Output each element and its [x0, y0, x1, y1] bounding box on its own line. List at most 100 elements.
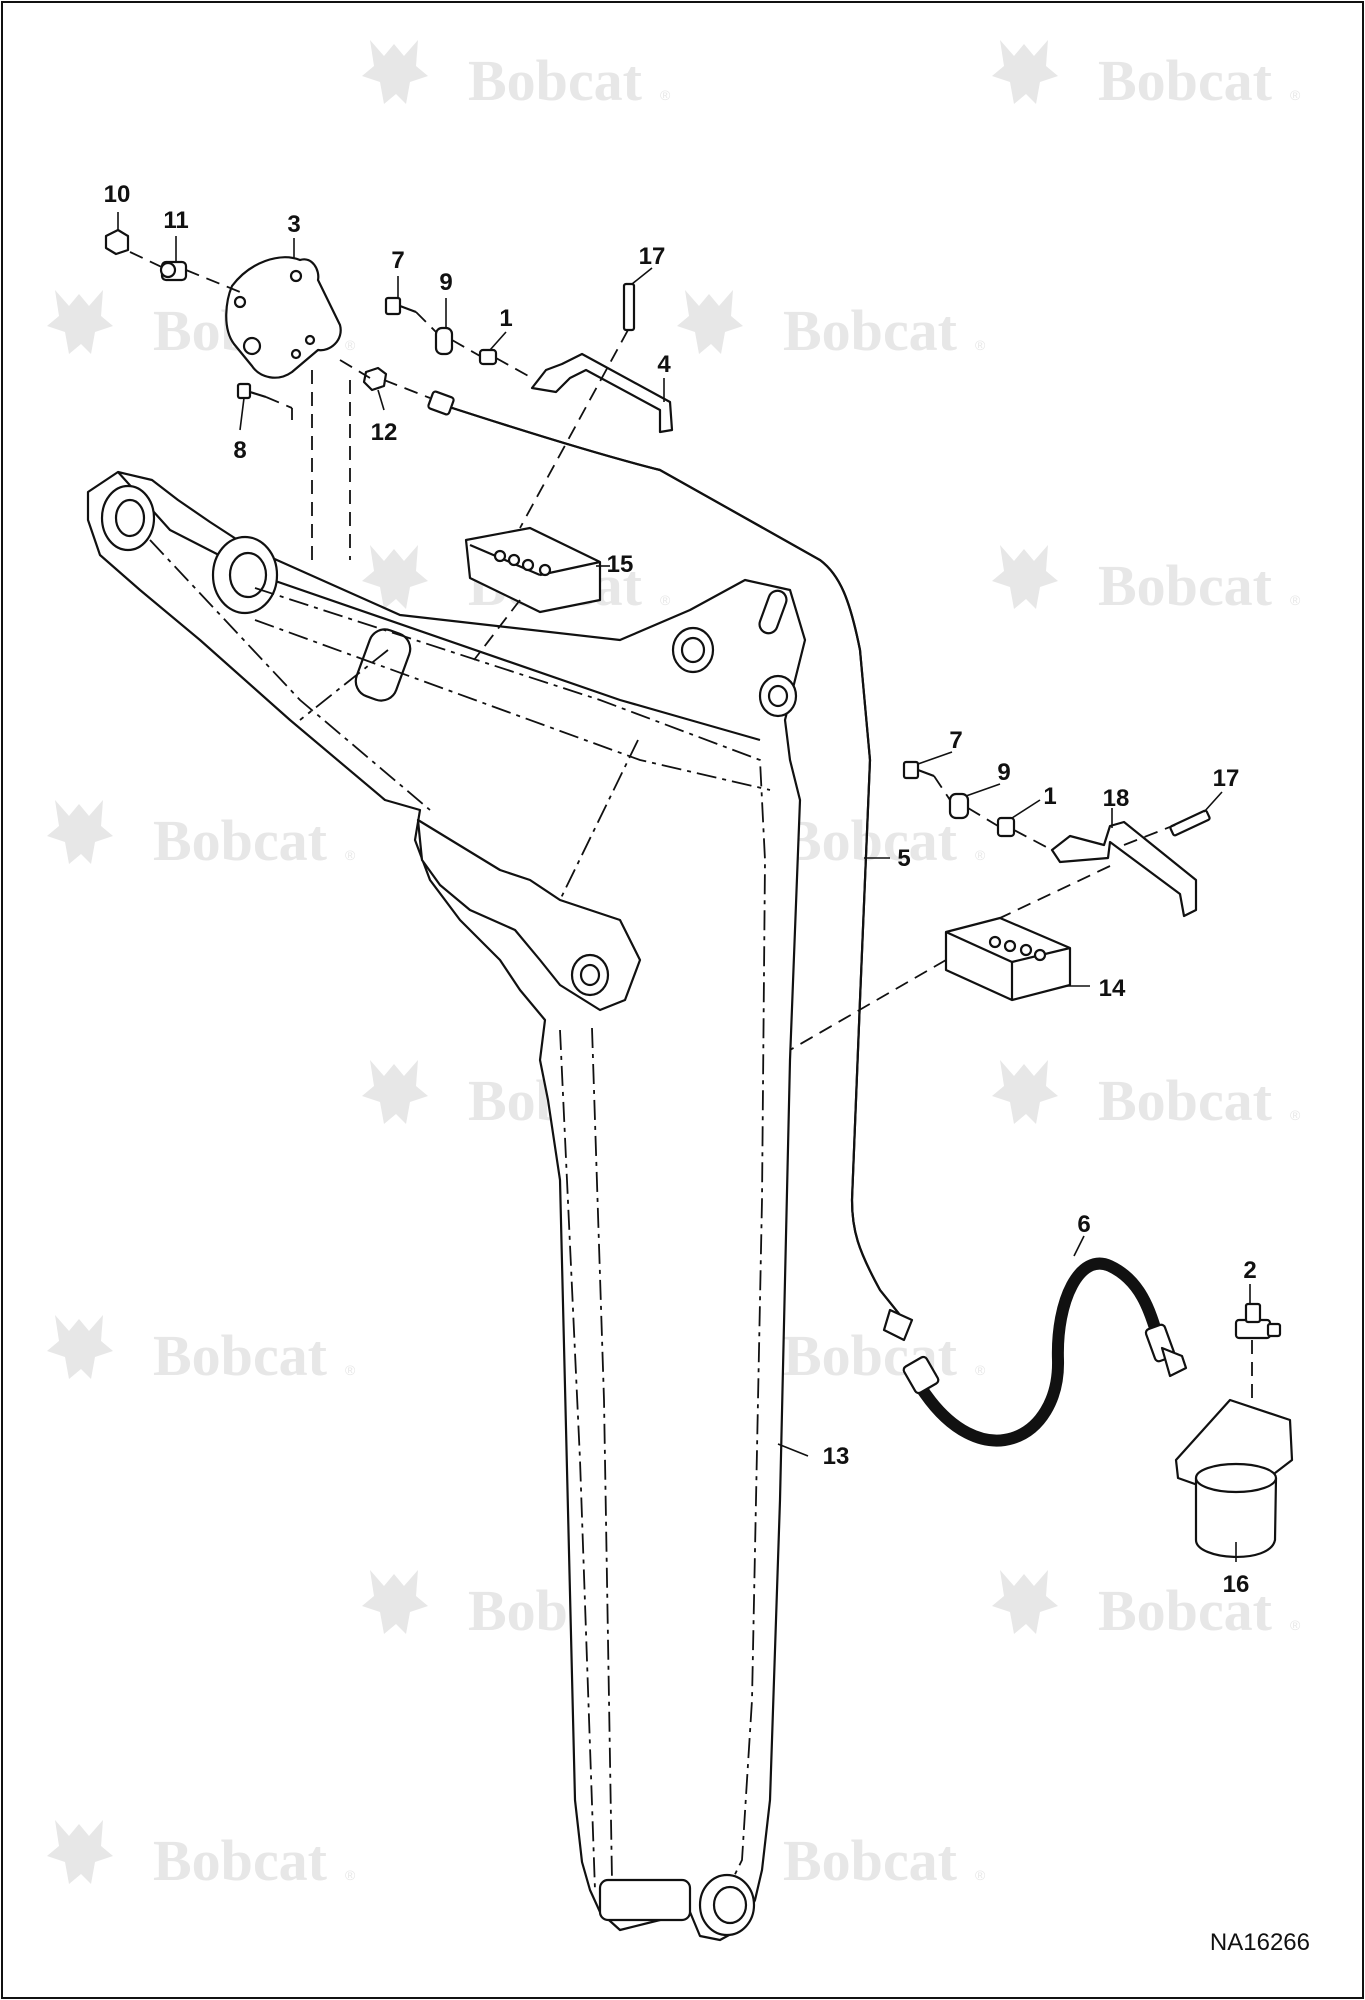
nut-1-right — [996, 816, 1016, 838]
callout-16: 16 — [1223, 1571, 1250, 1598]
bobcat-head-icon — [992, 545, 1058, 609]
callout-7-top: 7 — [391, 247, 404, 274]
nut-1-top — [478, 348, 498, 366]
watermark-registered: ® — [345, 337, 356, 353]
boom-13 — [86, 470, 807, 1942]
clamp-9-top — [434, 326, 454, 356]
watermark-text: Bobcat — [1098, 1068, 1273, 1133]
watermark-text: Bobcat — [153, 1828, 328, 1893]
callout-4: 4 — [657, 351, 671, 378]
callout-2: 2 — [1243, 1257, 1256, 1284]
watermark-registered: ® — [1290, 87, 1301, 103]
callout-leaders — [117, 212, 1251, 1562]
bobcat-head-icon — [47, 290, 113, 354]
watermark-text: Bobcat — [468, 48, 643, 113]
watermark-logo: Bobcat ® — [992, 545, 1301, 618]
assembly-lines — [129, 251, 1176, 1051]
callout-5: 5 — [897, 845, 910, 872]
tee-fitting-2 — [1234, 1302, 1282, 1400]
watermark-text: Bobcat — [783, 298, 958, 363]
watermark-logo: Bobcat ® — [992, 1060, 1301, 1133]
watermark-registered: ® — [345, 1362, 356, 1378]
watermark-registered: ® — [660, 592, 671, 608]
fitting-12-tube-end — [427, 390, 455, 416]
watermark-registered: ® — [975, 1362, 986, 1378]
callout-9-top: 9 — [439, 269, 452, 296]
watermark-logo: Bobcat ® — [47, 1820, 356, 1893]
fitting-11 — [159, 260, 188, 282]
tube-nut — [882, 1308, 914, 1342]
watermark-registered: ® — [660, 87, 671, 103]
callout-9-right: 9 — [997, 759, 1010, 786]
bobcat-head-icon — [47, 1820, 113, 1884]
watermark-logo: Bobcat ® — [47, 1315, 356, 1388]
callout-7-right: 7 — [949, 727, 962, 754]
bobcat-head-icon — [362, 1060, 428, 1124]
bolt-8 — [236, 382, 267, 400]
callout-12: 12 — [371, 419, 398, 446]
bobcat-head-icon — [47, 1315, 113, 1379]
watermark-logo: Bobcat ® — [47, 800, 356, 873]
callout-1-right: 1 — [1043, 783, 1056, 810]
watermark-logo: Bobcat ® — [677, 290, 986, 363]
watermark-text: Bobcat — [783, 1828, 958, 1893]
hose-fitting-lower — [902, 1355, 940, 1395]
nut-10 — [104, 228, 130, 256]
filter-16 — [1174, 1398, 1294, 1559]
elbow-fitting — [1160, 1346, 1188, 1378]
watermark-text: Bobcat — [1098, 553, 1273, 618]
bobcat-head-icon — [677, 290, 743, 354]
bobcat-head-icon — [362, 545, 428, 609]
watermark-registered: ® — [975, 847, 986, 863]
manifold-15 — [464, 526, 602, 614]
bolt-17-top — [622, 282, 636, 332]
bolt-7-right — [902, 760, 935, 780]
bobcat-head-icon — [992, 1060, 1058, 1124]
callout-labels: 10 11 3 7 9 1 17 4 8 12 15 7 9 1 18 17 5… — [104, 181, 1257, 1598]
callout-8: 8 — [233, 437, 246, 464]
watermark-registered: ® — [345, 847, 356, 863]
nut-12 — [362, 366, 388, 392]
bobcat-head-icon — [992, 1570, 1058, 1634]
watermark-logo: Bobcat ® — [362, 40, 671, 113]
bolt-7-top — [384, 296, 417, 316]
callout-15: 15 — [607, 551, 634, 578]
watermark-text: Bobcat — [153, 808, 328, 873]
callout-1-top: 1 — [499, 305, 512, 332]
callout-6: 6 — [1077, 1211, 1090, 1238]
figure-number: NA16266 — [1210, 1929, 1310, 1956]
watermark-logo: Bobcat ® — [677, 1820, 986, 1893]
callout-17-top: 17 — [639, 243, 666, 270]
watermark-logo: Bobcat ® — [677, 800, 986, 873]
callout-11: 11 — [163, 207, 188, 234]
manifold-14 — [944, 916, 1072, 1002]
watermark-registered: ® — [1290, 1617, 1301, 1633]
bracket-18 — [1050, 820, 1198, 918]
bobcat-head-icon — [362, 1570, 428, 1634]
bobcat-head-icon — [362, 40, 428, 104]
watermark-registered: ® — [1290, 1107, 1301, 1123]
bolt-17-right — [1169, 809, 1211, 837]
callout-3: 3 — [287, 211, 300, 238]
watermark-text: Bobcat — [783, 808, 958, 873]
watermark-text: Bobcat — [153, 1323, 328, 1388]
watermark-registered: ® — [345, 1867, 356, 1883]
callout-13: 13 — [823, 1443, 850, 1470]
clamp-9-right — [948, 792, 970, 820]
callout-18: 18 — [1103, 785, 1130, 812]
watermark-registered: ® — [975, 337, 986, 353]
watermark-logo: Bobcat ® — [992, 40, 1301, 113]
bobcat-head-icon — [47, 800, 113, 864]
callout-10: 10 — [104, 181, 131, 208]
watermark-registered: ® — [1290, 592, 1301, 608]
hose-6 — [914, 1257, 1164, 1447]
callout-17-right: 17 — [1213, 765, 1240, 792]
watermark-registered: ® — [975, 1867, 986, 1883]
watermark-logo: Bobcat ® — [992, 1570, 1301, 1643]
callout-14: 14 — [1099, 975, 1126, 1002]
watermark-text: Bobcat — [1098, 48, 1273, 113]
watermark-text: Bobcat — [1098, 1578, 1273, 1643]
bracket-4 — [530, 352, 674, 434]
